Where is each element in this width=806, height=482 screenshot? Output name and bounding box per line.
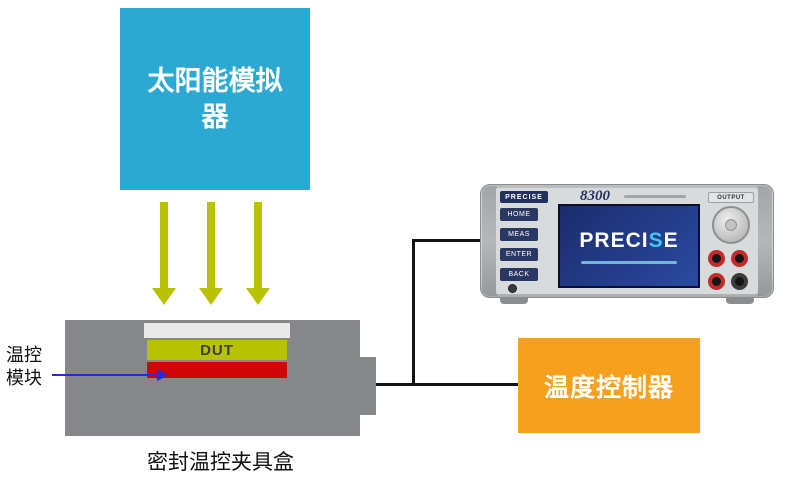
arrow-shaft (207, 202, 215, 288)
light-down-arrow (246, 202, 270, 305)
source-meter-instrument: PRECISE 8300 HOME MEAS ENTER BACK PRECIS… (480, 184, 774, 306)
instrument-foot (500, 297, 528, 304)
dut-label: DUT (200, 341, 234, 359)
pointer-arrow-line (52, 374, 158, 376)
banana-terminal (708, 273, 725, 290)
output-button: OUTPUT (708, 192, 754, 203)
wire-vertical-segment (412, 239, 415, 386)
knob-center (725, 219, 737, 231)
instrument-foot (726, 297, 754, 304)
temperature-controller-label: 温度控制器 (543, 373, 674, 402)
instrument-left-cap (482, 186, 497, 296)
arrow-shaft (254, 202, 262, 288)
model-subtitle-text (624, 195, 686, 198)
screen-subtitle-line (581, 260, 677, 264)
thermal-module-label-line1: 温控 (6, 345, 42, 365)
pointer-arrow-head (157, 369, 168, 381)
brand-s-glyph: S (648, 228, 664, 252)
banana-terminal (731, 273, 748, 290)
model-number: 8300 (580, 188, 610, 204)
thermal-module-layer (147, 362, 287, 378)
rotary-knob (712, 206, 750, 244)
instrument-right-cap (757, 186, 772, 296)
instrument-front-panel: PRECISE 8300 HOME MEAS ENTER BACK PRECIS… (496, 188, 758, 294)
enter-button: ENTER (500, 248, 538, 261)
arrow-head (152, 288, 176, 305)
light-down-arrow (199, 202, 223, 305)
home-button: HOME (500, 208, 538, 221)
wire-fixture-to-controller (376, 383, 518, 386)
terminal-grid (708, 250, 752, 292)
arrow-head (246, 288, 270, 305)
fixture-box-body (65, 320, 360, 436)
fixture-connector-tab (360, 357, 376, 415)
arrow-shaft (160, 202, 168, 288)
solar-simulator-box: 太阳能模拟器 (120, 8, 310, 190)
solar-simulator-label: 太阳能模拟器 (147, 65, 283, 132)
power-button (508, 284, 517, 293)
instrument-screen: PRECISE (558, 204, 700, 288)
fixture-caption: 密封温控夹具盒 (147, 451, 294, 474)
brand-badge: PRECISE (500, 191, 548, 203)
light-down-arrow (152, 202, 176, 305)
cover-glass-layer (144, 323, 290, 338)
arrow-head (199, 288, 223, 305)
temperature-controller-box: 温度控制器 (518, 338, 700, 433)
banana-terminal (708, 250, 725, 267)
dut-layer: DUT (147, 340, 287, 360)
thermal-module-label: 温控 模块 (6, 344, 58, 391)
thermal-module-label-line2: 模块 (6, 368, 42, 389)
banana-terminal (731, 250, 748, 267)
screen-brand-logo: PRECISE (579, 228, 679, 252)
front-panel-buttons: HOME MEAS ENTER BACK (500, 208, 540, 288)
wire-to-instrument (412, 239, 482, 242)
back-button: BACK (500, 268, 538, 281)
meas-button: MEAS (500, 228, 538, 241)
